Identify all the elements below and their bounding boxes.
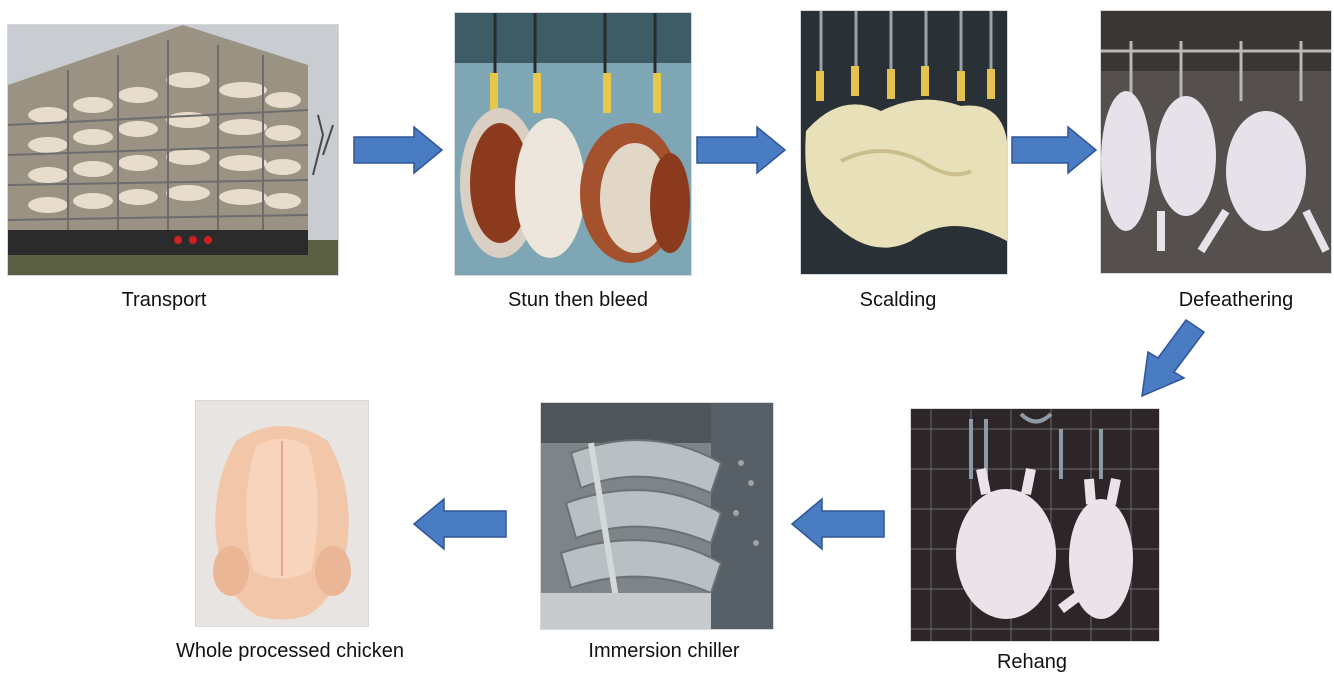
- step-label-scalding: Scalding: [860, 289, 937, 312]
- stun-bleed-photo: [454, 12, 692, 276]
- scalding-photo: [800, 10, 1008, 275]
- step-label-whole-chicken: Whole processed chicken: [176, 640, 404, 663]
- rehang-photo: [910, 408, 1160, 642]
- transport-photo: [7, 24, 339, 276]
- step-label-defeathering: Defeathering: [1179, 289, 1294, 312]
- right-arrow-icon: [1010, 125, 1098, 175]
- left-arrow-icon: [412, 497, 508, 551]
- left-arrow-icon: [790, 497, 886, 551]
- step-label-rehang: Rehang: [997, 651, 1067, 674]
- step-label-transport: Transport: [122, 289, 207, 312]
- right-arrow-icon: [695, 125, 787, 175]
- right-arrow-icon: [352, 125, 444, 175]
- down-left-arrow-icon: [1138, 318, 1208, 400]
- defeathering-photo: [1100, 10, 1332, 274]
- step-label-immersion-chiller: Immersion chiller: [588, 640, 739, 663]
- step-label-stun-bleed: Stun then bleed: [508, 289, 648, 312]
- whole-chicken-photo: [195, 400, 369, 627]
- immersion-chiller-photo: [540, 402, 774, 630]
